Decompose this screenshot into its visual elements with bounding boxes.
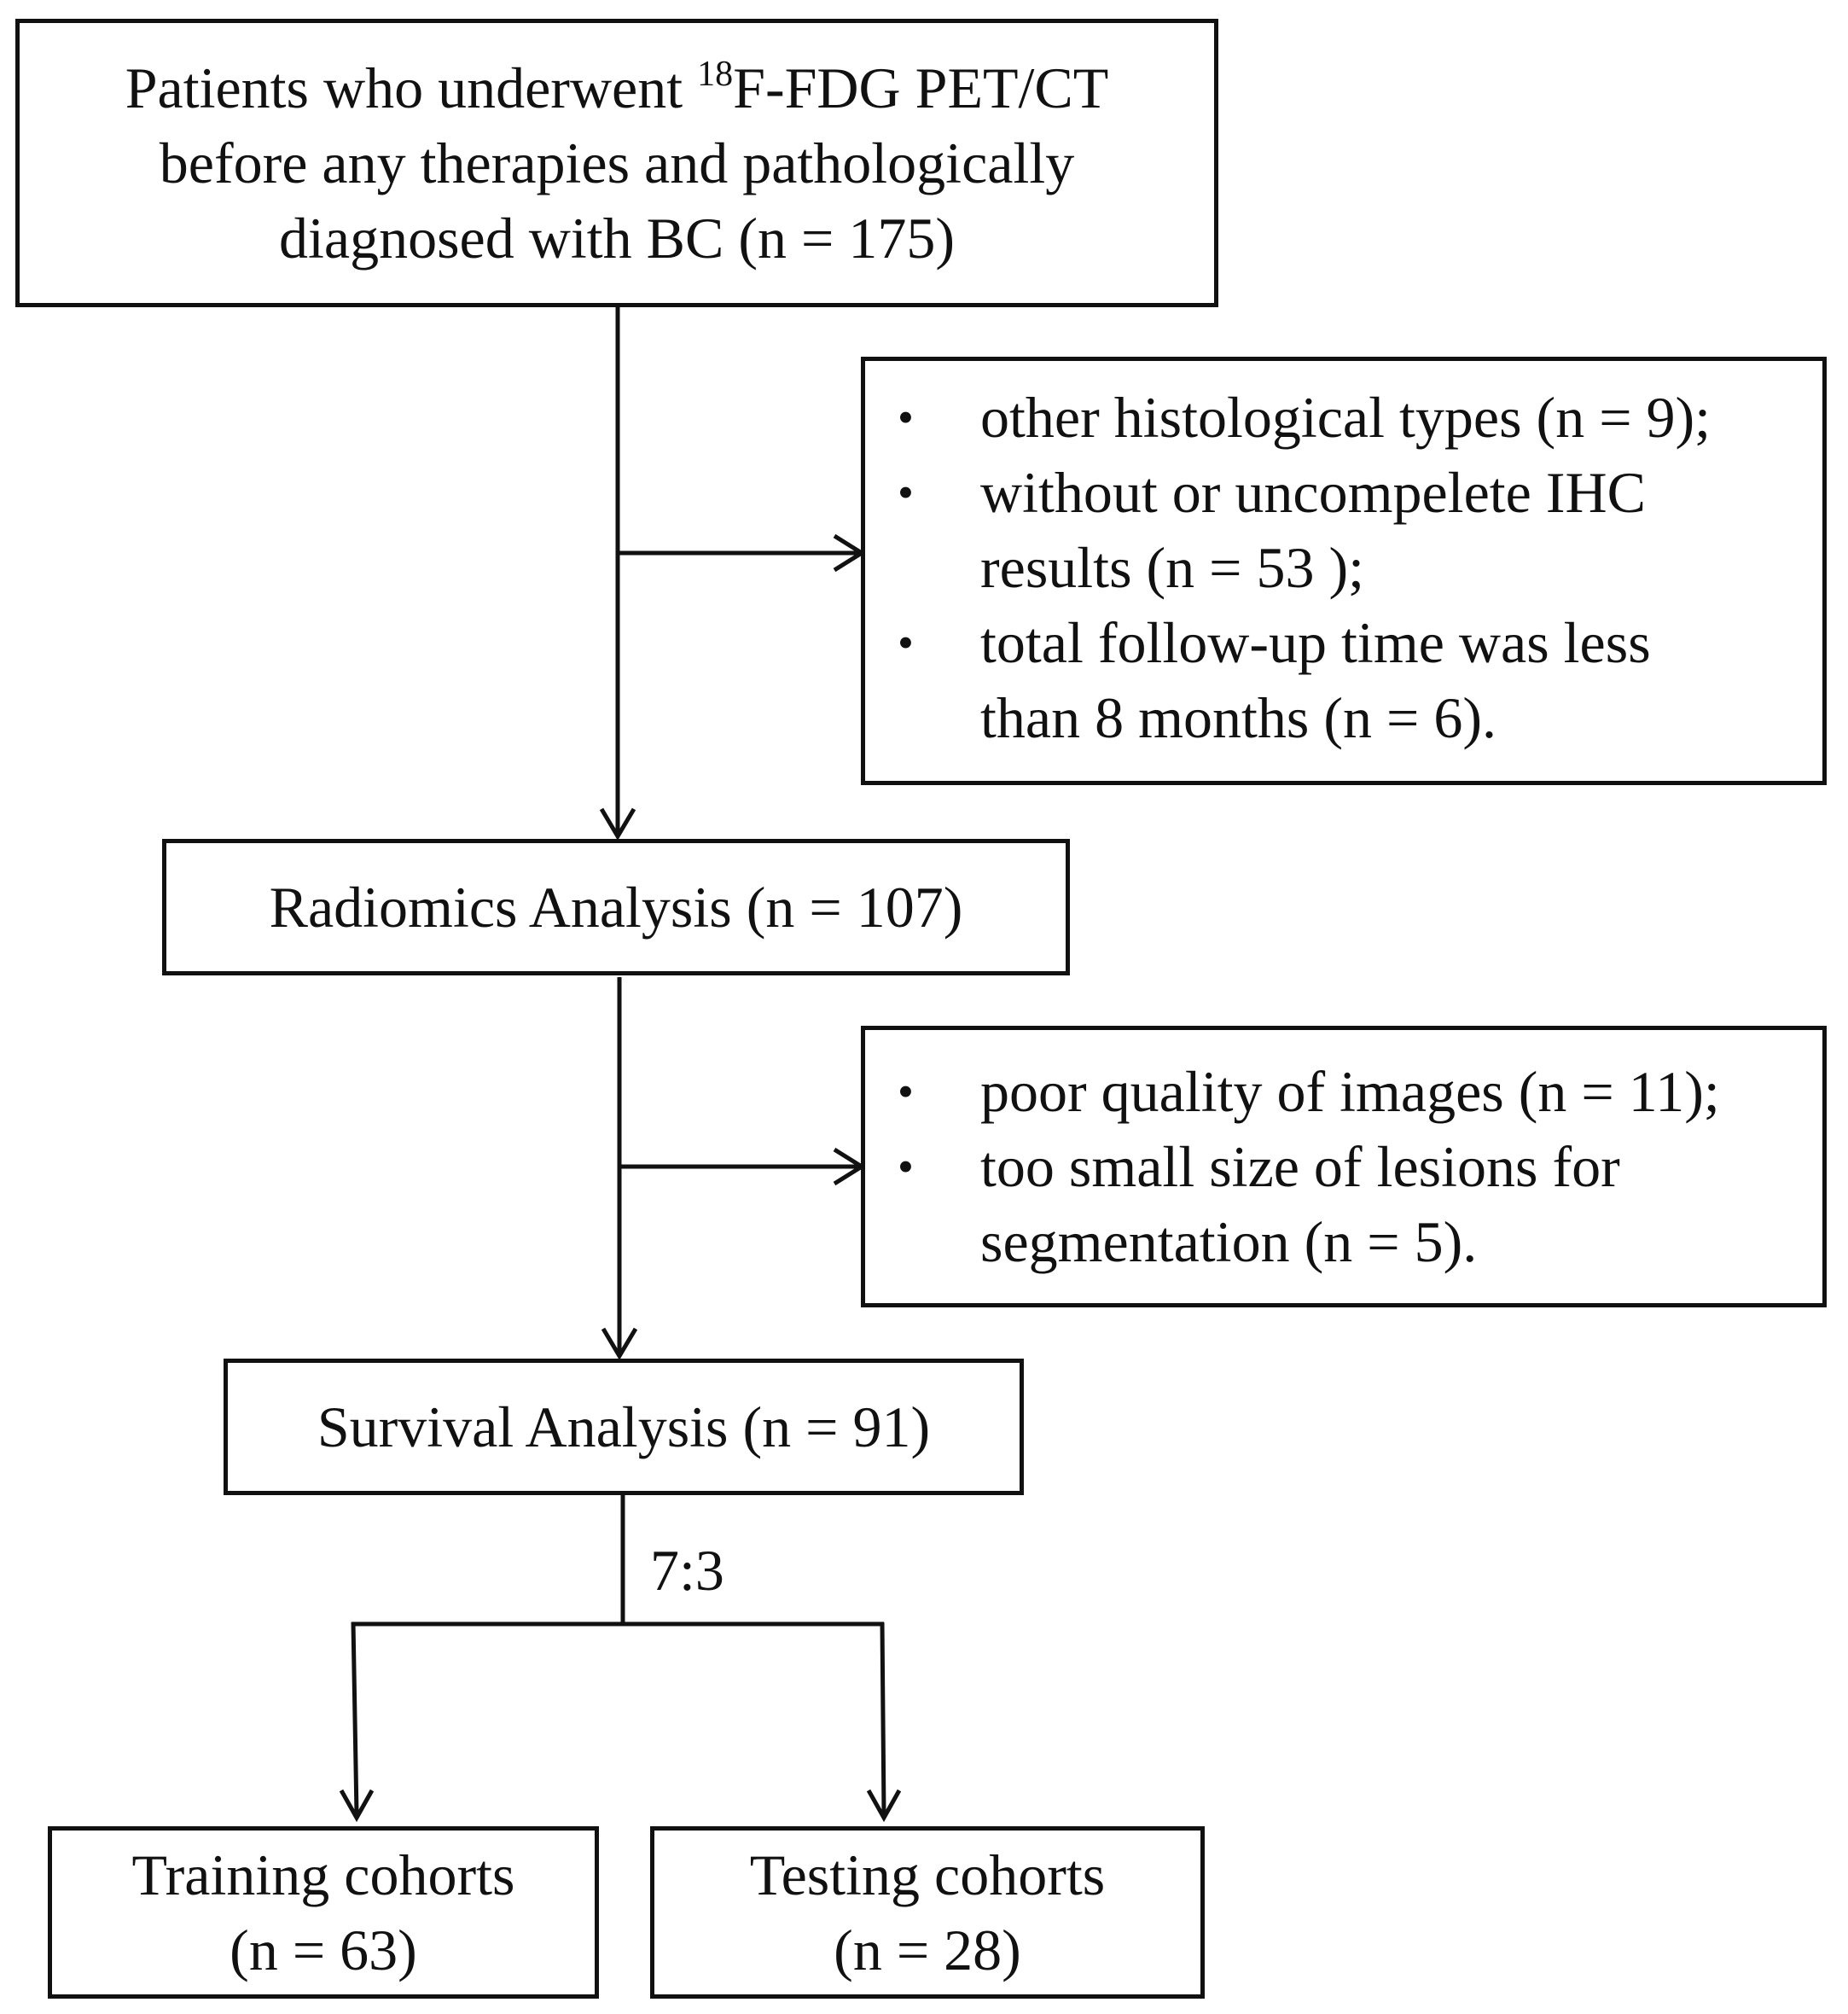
bullet-icon: • [898, 467, 914, 518]
bullet-icon: • [898, 617, 914, 668]
exclusion-list-1: • other histological types (n = 9); • wi… [865, 380, 1711, 755]
exclusion-box-2: • poor quality of images (n = 11); • too… [861, 1026, 1827, 1307]
patients-line-3: diagnosed with BC (n = 175) [279, 206, 955, 271]
arrowhead-training [339, 1789, 375, 1823]
radiomics-box: Radiomics Analysis (n = 107) [162, 839, 1070, 975]
testing-label: Testing cohorts [749, 1842, 1106, 1907]
patients-line-2: before any therapies and pathologically [159, 131, 1075, 195]
split-ratio-label: 7:3 [650, 1538, 724, 1603]
bullet-icon: • [898, 1141, 914, 1192]
training-count: (n = 63) [230, 1918, 417, 1982]
exclusion-list-2: • poor quality of images (n = 11); • too… [865, 1054, 1720, 1279]
exclusion-box-1: • other histological types (n = 9); • wi… [861, 357, 1827, 785]
testing-count: (n = 28) [834, 1918, 1021, 1982]
testing-box: Testing cohorts (n = 28) [650, 1826, 1205, 1999]
survival-box: Survival Analysis (n = 91) [224, 1359, 1024, 1495]
arrowhead-radiomics [599, 807, 636, 841]
bullet-icon: • [898, 1066, 914, 1117]
exclusion-item-image-quality: • poor quality of images (n = 11); [865, 1054, 1720, 1129]
arrowhead-survival [601, 1327, 638, 1360]
training-box: Training cohorts (n = 63) [48, 1826, 599, 1999]
patients-line-1: Patients who underwent 18F-FDG PET/CT [125, 55, 1109, 120]
bullet-icon: • [898, 392, 914, 443]
exclusion-item-histological: • other histological types (n = 9); [865, 380, 1711, 455]
radiomics-label: Radiomics Analysis (n = 107) [269, 875, 963, 940]
arrow-to-training [351, 1621, 359, 1815]
arrowhead-testing [866, 1789, 902, 1823]
training-label: Training cohorts [131, 1842, 515, 1907]
survival-label: Survival Analysis (n = 91) [317, 1394, 931, 1459]
arrow-to-testing [880, 1621, 886, 1815]
patients-box: Patients who underwent 18F-FDG PET/CT be… [15, 19, 1218, 307]
